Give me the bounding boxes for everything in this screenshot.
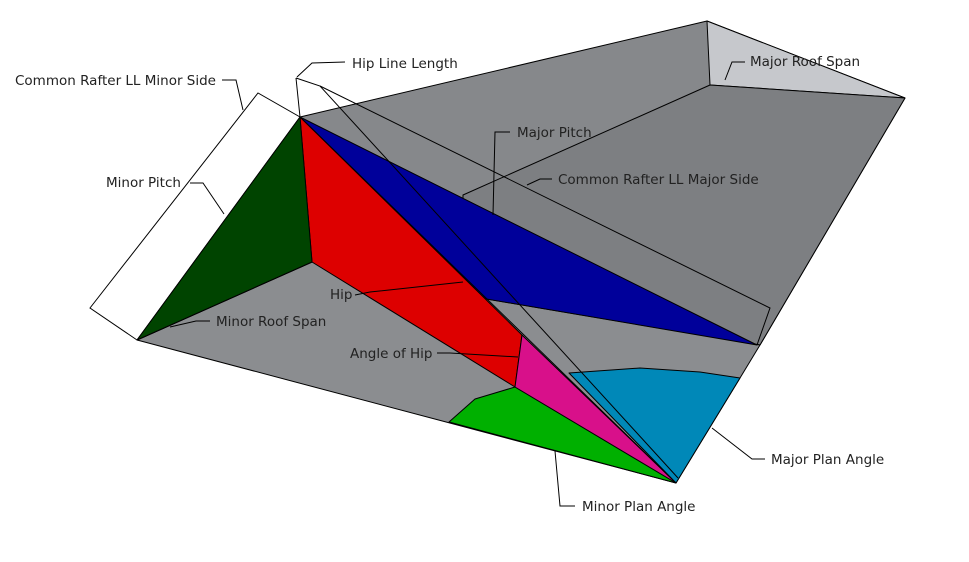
leader-common-rafter-major [526,178,552,186]
leader-minor-roof-span [169,320,210,328]
label-hip-line-length: Hip Line Length [352,56,458,72]
label-major-pitch: Major Pitch [517,125,592,141]
leader-angle-of-hip [437,352,519,358]
leader-major-pitch [492,131,510,216]
angle-of-hip-face [514,334,677,484]
leader-hip-line-length [296,61,346,78]
label-common-rafter-major: Common Rafter LL Major Side [558,172,759,188]
label-minor-roof-span: Minor Roof Span [216,314,326,330]
leader-hip [354,281,464,296]
label-major-roof-span: Major Roof Span [750,54,860,70]
label-common-rafter-minor: Common Rafter LL Minor Side [15,73,216,89]
major-plan-angle-face [568,367,741,484]
hip-line-length-outline-3 [299,116,677,484]
leader-major-roof-span [724,61,745,81]
label-major-plan-angle: Major Plan Angle [771,452,884,468]
hip-line-length-outline [295,77,301,118]
label-minor-plan-angle: Minor Plan Angle [582,499,695,515]
common-rafter-major-outline [319,85,771,346]
minor-pitch-face-overlay [136,116,313,341]
leader-common-rafter-minor [222,79,244,111]
leader-minor-plan-angle [554,450,575,507]
label-hip: Hip [330,287,352,303]
leader-minor-pitch [190,182,225,215]
label-angle-of-hip: Angle of Hip [350,346,432,362]
leader-major-plan-angle [711,427,765,460]
label-minor-pitch: Minor Pitch [106,175,181,191]
